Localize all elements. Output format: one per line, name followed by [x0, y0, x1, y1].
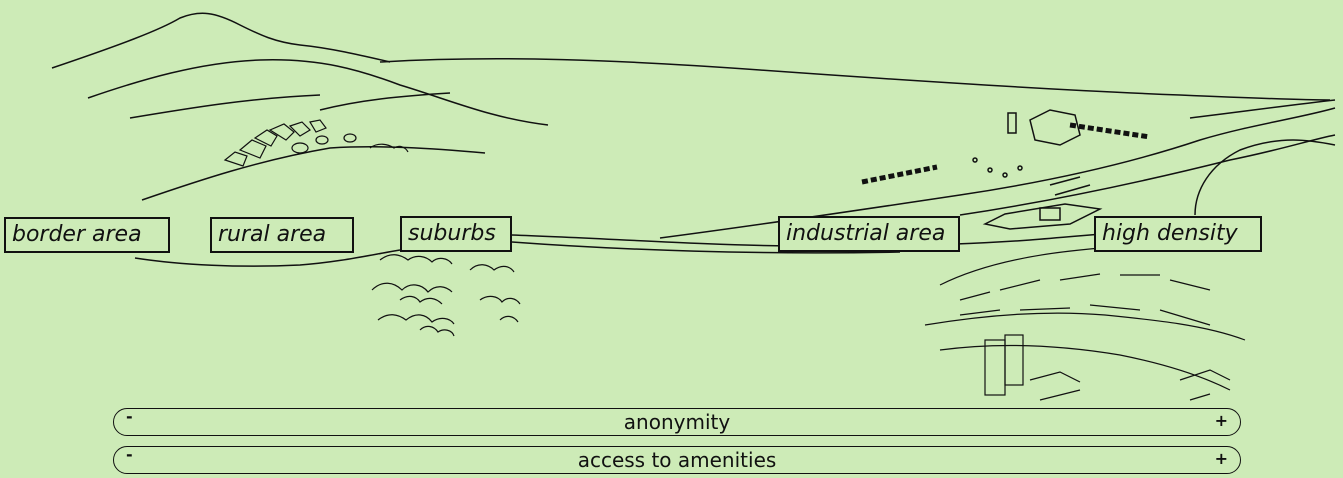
river-curve	[1189, 99, 1336, 119]
road-secondary	[511, 241, 901, 254]
hill-line-rural	[319, 92, 451, 111]
high-density-city	[924, 242, 1246, 401]
valley-line-1	[141, 146, 486, 201]
zone-label-industrial-area: industrial area	[778, 216, 960, 252]
scale-low-marker: -	[126, 445, 133, 464]
rural-settlement	[223, 119, 409, 167]
scale-high-marker: +	[1214, 411, 1228, 430]
far-horizon-line	[379, 58, 1331, 101]
zone-label-high-density: high density	[1094, 216, 1262, 252]
suburb-settlement	[371, 254, 521, 337]
scale-anonymity: - anonymity +	[113, 407, 1241, 436]
city-edge-line	[1194, 139, 1336, 216]
scale-high-marker: +	[1214, 449, 1228, 468]
mountain-ridge-front	[87, 59, 549, 126]
scale-label: anonymity	[623, 410, 731, 434]
scale-access-to-amenities: - access to amenities +	[113, 445, 1241, 474]
valley-line-2	[134, 249, 401, 267]
zone-label-border-area: border area	[4, 217, 170, 253]
zone-label-suburbs: suburbs	[400, 216, 512, 252]
scale-low-marker: -	[126, 407, 133, 426]
industrial-site	[861, 109, 1151, 230]
mountain-ridge-back	[51, 12, 391, 69]
zone-label-rural-area: rural area	[210, 217, 354, 253]
hill-slope	[129, 94, 321, 119]
scale-label: access to amenities	[577, 448, 777, 472]
river-bank-lower	[959, 134, 1336, 216]
